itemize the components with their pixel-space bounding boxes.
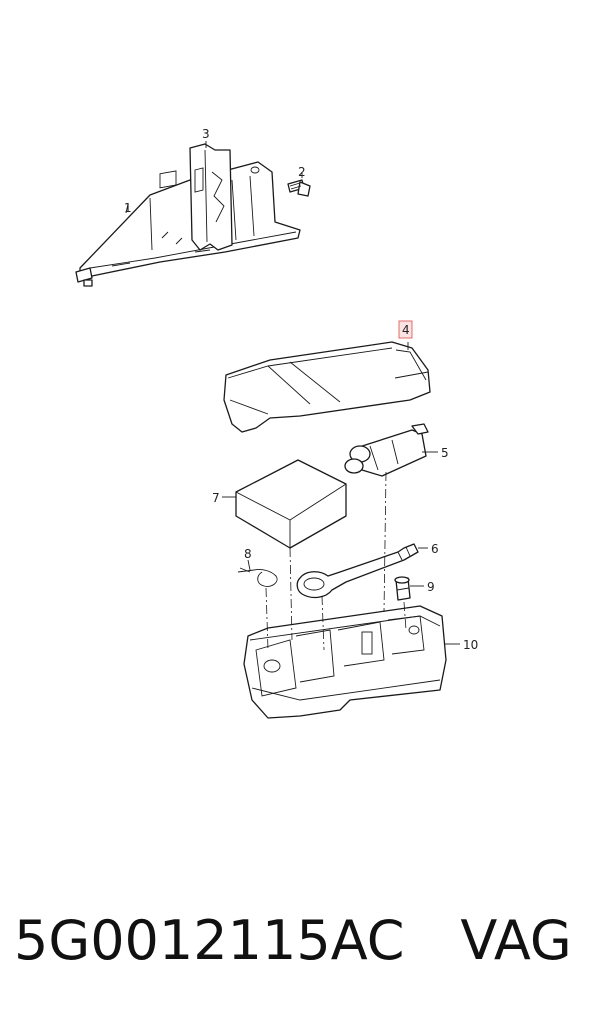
part-9-socket <box>394 576 411 601</box>
part-5-compressor <box>344 423 429 477</box>
callout-4: 4 <box>402 323 410 337</box>
callout-4-highlight <box>398 320 413 339</box>
callout-9: 9 <box>427 580 435 594</box>
callout-1: 1 <box>124 201 132 215</box>
callout-5: 5 <box>441 446 449 460</box>
callout-8: 8 <box>244 547 252 561</box>
part-7-box <box>235 459 347 549</box>
footer-caption: 5G0012115AC VAG <box>0 895 600 985</box>
callout-10: 10 <box>463 638 478 652</box>
part-4-cover <box>223 341 431 433</box>
callout-2: 2 <box>298 165 306 179</box>
part-1-bracket <box>75 161 301 287</box>
callout-6: 6 <box>431 542 439 556</box>
part-8-clip <box>237 567 278 587</box>
part-2-screw <box>287 179 311 197</box>
part-10-tray <box>243 605 447 719</box>
parts-exploded-diagram: 1 3 2 4 5 7 8 6 9 10 <box>75 127 478 719</box>
brand-name: VAG <box>460 908 572 972</box>
part-6-wrench <box>296 543 419 599</box>
callout-7: 7 <box>212 491 220 505</box>
part-3-post <box>189 143 233 251</box>
part-number: 5G0012115AC <box>14 908 405 972</box>
callout-3: 3 <box>202 127 210 141</box>
